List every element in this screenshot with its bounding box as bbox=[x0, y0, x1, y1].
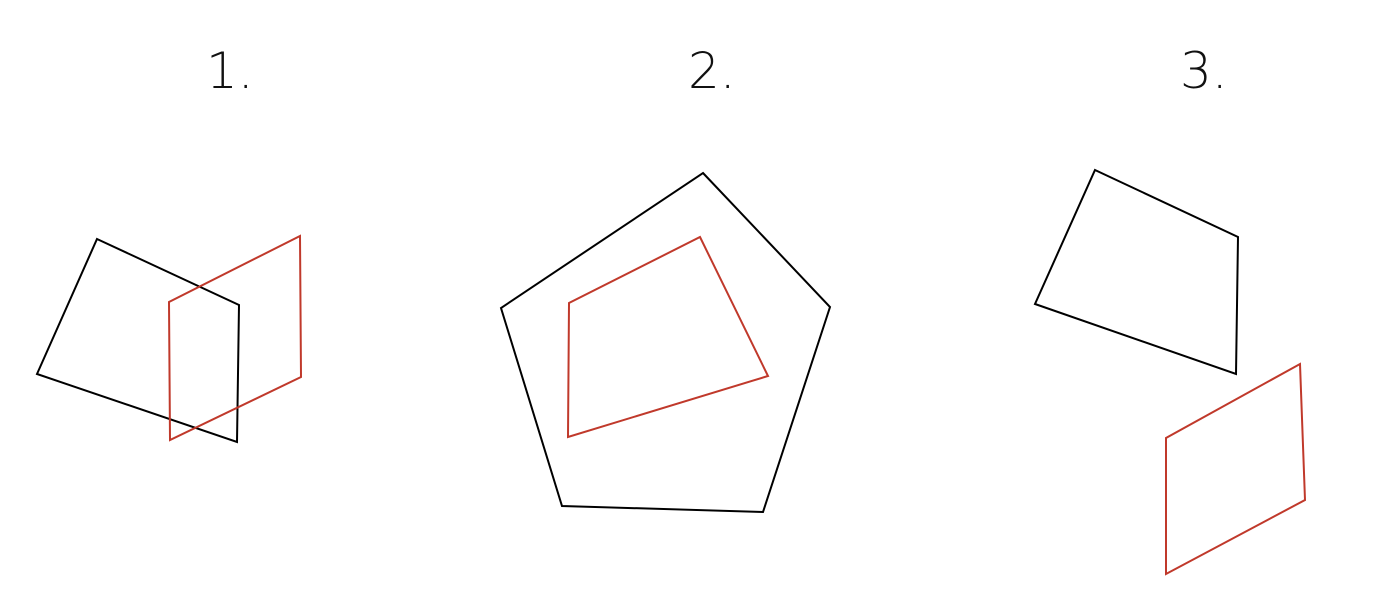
panel-3-black-quadrilateral bbox=[1033, 168, 1240, 376]
panel-2-red-quadrilateral bbox=[566, 235, 770, 439]
panel-2-black-pentagon bbox=[499, 171, 832, 514]
panel-3: 3. bbox=[1033, 42, 1307, 576]
panel-2-label: 2. bbox=[688, 42, 736, 100]
panel-2: 2. bbox=[499, 42, 832, 514]
panel-1-label: 1. bbox=[206, 42, 254, 100]
panel-3-red-parallelogram bbox=[1165, 362, 1307, 576]
panel-1: 1. bbox=[35, 42, 303, 444]
panel-3-label: 3. bbox=[1180, 42, 1228, 100]
panel-1-red-parallelogram bbox=[167, 234, 303, 442]
panel-1-black-quadrilateral bbox=[35, 237, 241, 444]
